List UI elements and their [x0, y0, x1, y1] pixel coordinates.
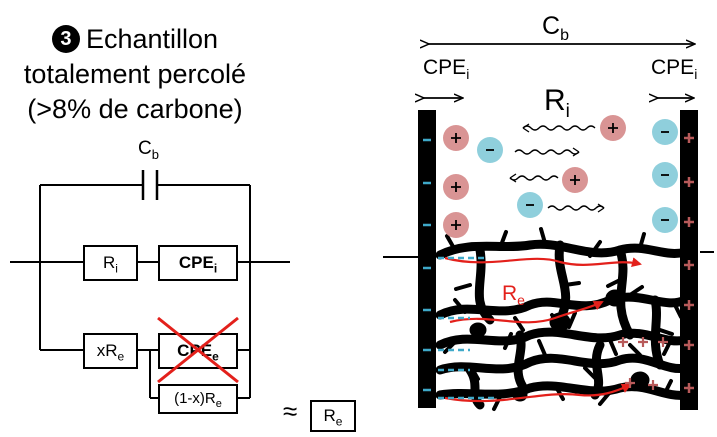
resistor-re-result: Re [310, 400, 356, 432]
electronic-conduction-paths [444, 256, 642, 403]
electron-path-1 [444, 256, 642, 268]
ion-signs [451, 123, 669, 230]
title-echantillon: Echantillon [85, 24, 219, 54]
left-electrode [418, 110, 436, 408]
ion-migration-arrows [509, 123, 605, 213]
cross-out-mark [157, 316, 239, 384]
left-electrode-minus-signs [423, 138, 431, 392]
title-line-3: (>8% de carbone) [27, 94, 243, 124]
cpei-label-left: CPEi [423, 56, 470, 83]
ri-label-right: Ri [544, 84, 570, 122]
right-electrode-plus-signs [684, 133, 694, 393]
step-number-badge: 3 [51, 25, 80, 53]
electron-path-2 [449, 301, 604, 324]
positive-ions [443, 115, 626, 238]
blue-dashes [438, 256, 495, 400]
resistor-ri: Ri [83, 245, 138, 281]
electron-path-3 [444, 383, 632, 403]
equivalent-circuit-wires [10, 170, 290, 399]
cpei-label-right: CPEi [651, 56, 698, 83]
resistor-xre: xRe [83, 333, 138, 369]
re-label-right: Re [502, 282, 525, 309]
cpe-i-element: CPEi [158, 245, 238, 281]
approx-symbol: ≈ [283, 396, 298, 426]
title-line-2: totalement percolé [23, 59, 247, 89]
network-plus-signs [618, 337, 668, 390]
cb-label-right: Cb [542, 12, 569, 44]
resistor-one-minus-x-re: (1-x)Re [158, 384, 238, 414]
capacitor-cb-label: Cb [138, 138, 159, 162]
